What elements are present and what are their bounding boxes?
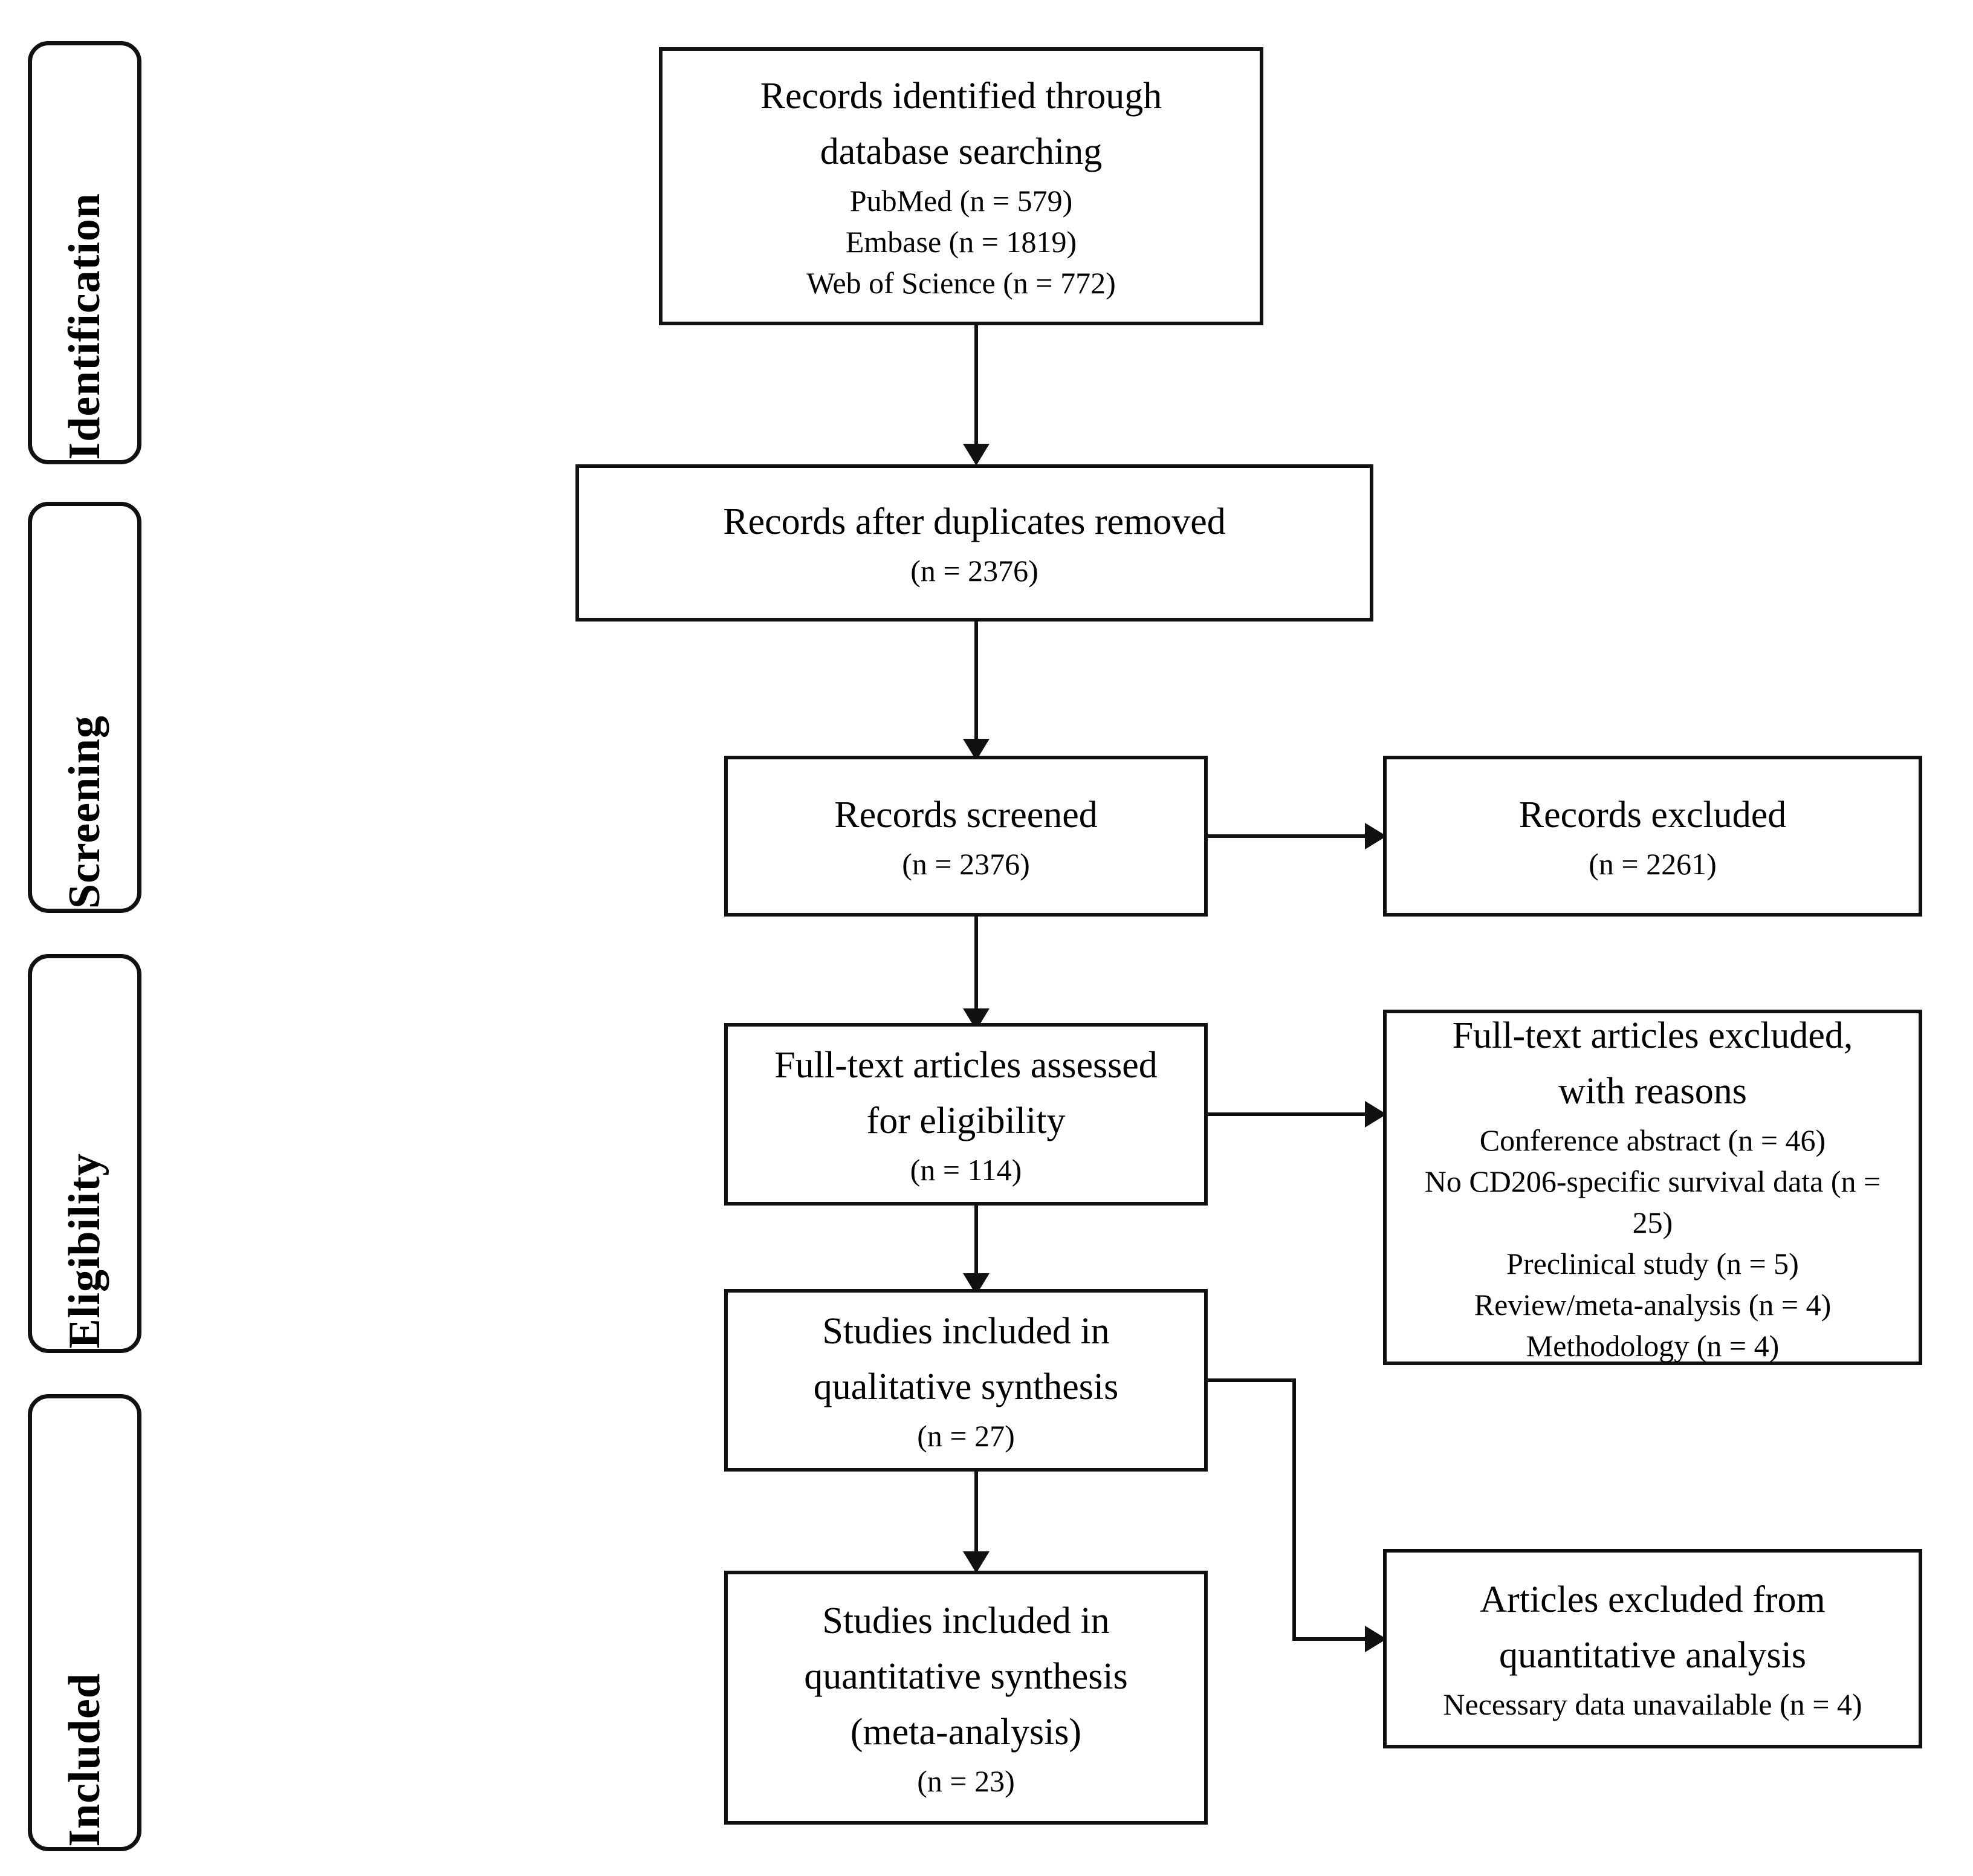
connector-screened-to-fulltext [974,917,978,1029]
quantitative-count: (n = 23) [917,1764,1015,1798]
fulltext-excluded-line-1: Full-text articles excluded, [1452,1015,1853,1057]
fulltext-assessed-line-1: Full-text articles assessed [774,1045,1158,1086]
qualitative-count: (n = 27) [917,1418,1015,1453]
arrowhead-identified-to-duplicates [963,444,990,466]
stage-pill-identification: Identification [28,41,141,464]
records-screened-line-1: Records screened [834,794,1098,836]
stage-label-eligibility: Eligibility [60,1153,109,1349]
duplicates-removed-line-1: Records after duplicates removed [723,501,1226,543]
fulltext-assessed-line-2: for eligibility [866,1100,1066,1141]
box-fulltext-excluded: Full-text articles excluded, with reason… [1383,1010,1922,1365]
connector-screened-to-excluded [1208,834,1379,838]
box-records-screened: Records screened (n = 2376) [724,756,1208,917]
connector-qualitative-to-quantexcluded-seg1 [1208,1378,1296,1382]
box-records-identified: Records identified through database sear… [659,47,1263,325]
records-identified-wos: Web of Science (n = 772) [806,265,1116,300]
arrowhead-qualitative-to-quantitative [963,1551,990,1573]
records-identified-line-1: Records identified through [760,76,1162,117]
quant-excluded-line-2: quantitative analysis [1499,1635,1806,1676]
fulltext-assessed-count: (n = 114) [910,1152,1022,1187]
connector-fulltext-to-qualitative [974,1206,978,1293]
connector-qualitative-to-quantitative [974,1472,978,1571]
quant-excluded-line-1: Articles excluded from [1480,1579,1826,1621]
stage-label-included: Included [60,1673,109,1847]
fulltext-excluded-reason-conference: Conference abstract (n = 46) [1479,1123,1826,1157]
records-identified-line-2: database searching [820,131,1103,172]
box-quantitative-excluded: Articles excluded from quantitative anal… [1383,1549,1922,1748]
quantitative-line-1: Studies included in [822,1600,1110,1642]
stage-pill-included: Included [28,1394,141,1851]
qualitative-line-2: qualitative synthesis [813,1366,1119,1407]
stage-label-screening: Screening [60,715,109,909]
duplicates-removed-count: (n = 2376) [910,553,1038,588]
box-records-excluded: Records excluded (n = 2261) [1383,756,1922,917]
connector-identified-to-duplicates [974,325,978,463]
quantitative-line-2: quantitative synthesis [804,1656,1128,1698]
fulltext-excluded-reason-review: Review/meta-analysis (n = 4) [1474,1287,1832,1322]
box-duplicates-removed: Records after duplicates removed (n = 23… [575,464,1373,622]
box-fulltext-assessed: Full-text articles assessed for eligibil… [724,1023,1208,1206]
connector-duplicates-to-screened [974,622,978,759]
connector-fulltext-to-excluded [1208,1112,1379,1116]
fulltext-excluded-line-2: with reasons [1558,1071,1747,1112]
fulltext-excluded-reason-no-cd206: No CD206-specific survival data (n = 25) [1424,1164,1881,1239]
quantitative-line-3: (meta-analysis) [850,1711,1082,1753]
quant-excluded-reason: Necessary data unavailable (n = 4) [1443,1687,1862,1721]
records-identified-embase: Embase (n = 1819) [845,224,1077,259]
stage-pill-screening: Screening [28,502,141,913]
fulltext-excluded-reason-methodology: Methodology (n = 4) [1526,1328,1780,1363]
fulltext-excluded-reason-preclinical: Preclinical study (n = 5) [1506,1246,1799,1280]
box-quantitative-synthesis: Studies included in quantitative synthes… [724,1571,1208,1825]
stage-pill-eligibility: Eligibility [28,954,141,1353]
records-excluded-line-1: Records excluded [1518,794,1787,836]
connector-qualitative-to-quantexcluded-seg2 [1292,1378,1296,1641]
records-screened-count: (n = 2376) [902,846,1030,881]
records-excluded-count: (n = 2261) [1589,846,1717,881]
records-identified-pubmed: PubMed (n = 579) [849,183,1073,218]
stage-label-identification: Identification [60,193,109,460]
box-qualitative-synthesis: Studies included in qualitative synthesi… [724,1289,1208,1472]
connector-qualitative-to-quantexcluded-seg3 [1292,1637,1381,1641]
qualitative-line-1: Studies included in [822,1311,1110,1352]
